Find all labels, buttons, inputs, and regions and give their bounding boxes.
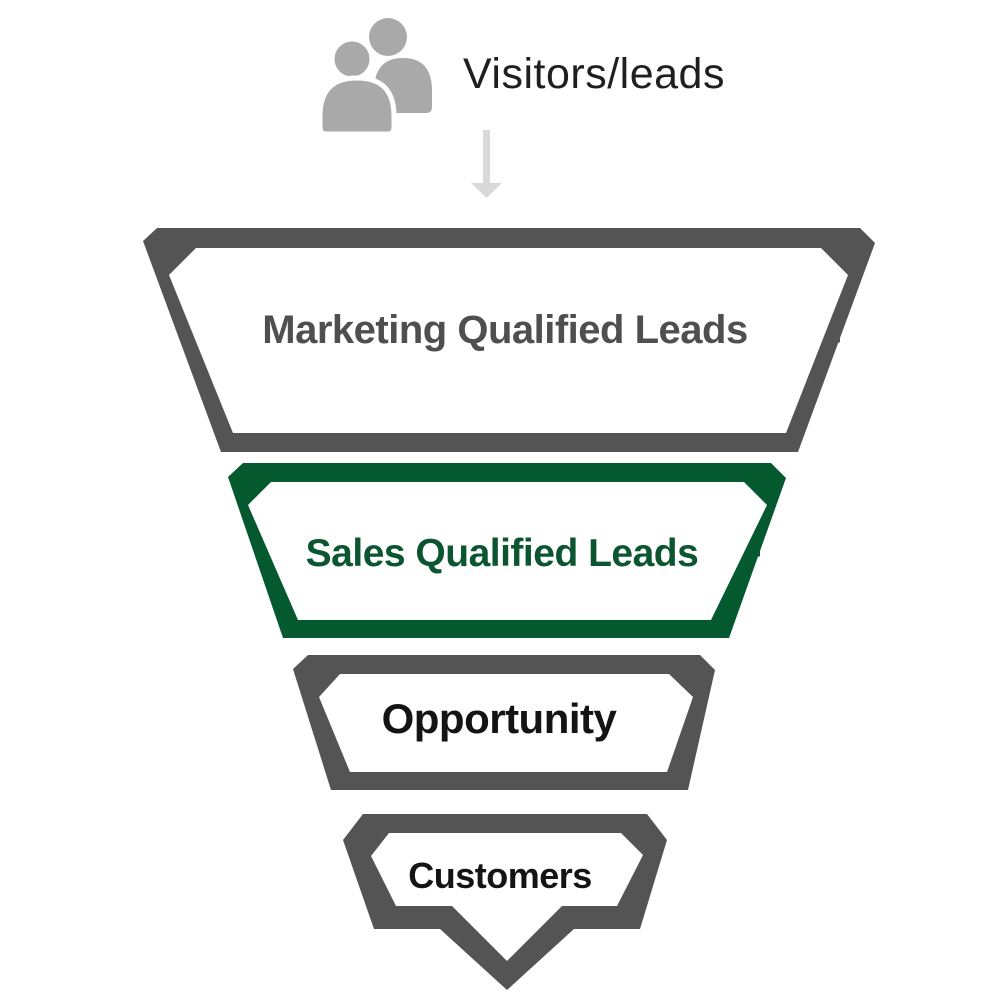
- funnel-stage-marketing-qualified-leads: Marketing Qualified Leads: [143, 228, 875, 452]
- stage2-label: Sales Qualified Leads: [306, 532, 699, 575]
- arrow-shaft: [483, 130, 490, 184]
- diagram-title: Visitors/leads: [463, 50, 725, 98]
- stage4-connector-line: [617, 875, 648, 882]
- back-person-head: [369, 18, 407, 56]
- stage2-inner-shape: [248, 482, 767, 620]
- people-icon: [317, 18, 432, 137]
- stage1-label: Marketing Qualified Leads: [262, 308, 747, 352]
- stage4-inner-shape: [371, 833, 643, 961]
- stage3-inner-shape: [319, 674, 693, 772]
- funnel-stage-sales-qualified-leads: Sales Qualified Leads: [228, 463, 786, 638]
- arrow-head: [471, 183, 502, 198]
- stage4-label: Customers: [408, 855, 592, 896]
- down-arrow-icon: [471, 130, 502, 198]
- funnel-stage-customers: Customers: [343, 814, 667, 990]
- front-person-head: [329, 36, 375, 82]
- funnel-stage-opportunity: Opportunity: [293, 655, 715, 790]
- stage3-label: Opportunity: [382, 695, 618, 742]
- front-person-body: [317, 75, 397, 137]
- stage1-inner-shape: [169, 248, 848, 433]
